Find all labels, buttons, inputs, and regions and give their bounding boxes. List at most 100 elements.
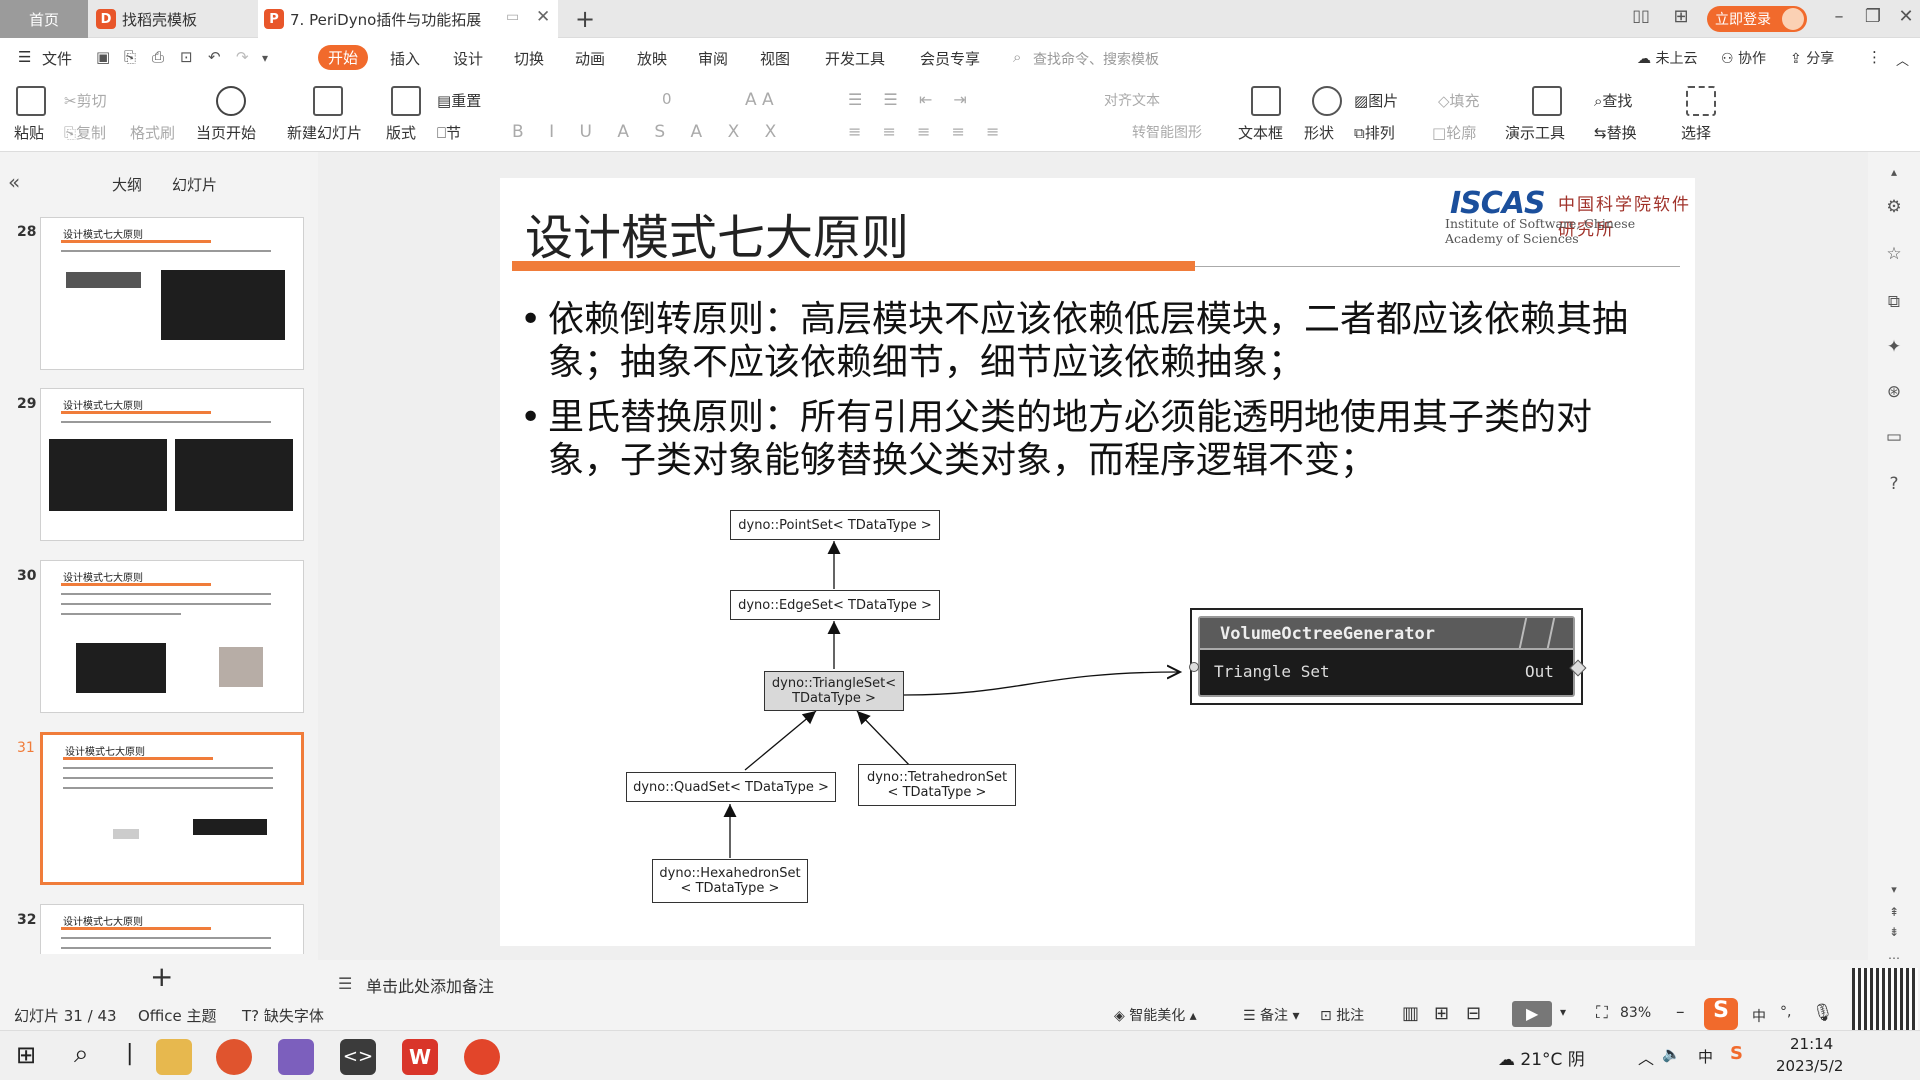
scroll-up-icon[interactable]: ▴ (1890, 165, 1898, 179)
node-volume-octree-generator[interactable]: VolumeOctreeGenerator Triangle Set Out (1189, 608, 1587, 705)
tab-document[interactable]: P 7. PeriDyno插件与功能拓展 ▭ ✕ (258, 0, 558, 38)
menu-file[interactable]: 文件 (42, 50, 73, 68)
prev-slide-icon[interactable]: ⇞ (1888, 905, 1900, 919)
transition-icon[interactable]: ⧉ (1887, 292, 1901, 312)
uml-edgeset[interactable]: dyno::EdgeSet< TDataType > (730, 590, 940, 620)
uml-quadset[interactable]: dyno::QuadSet< TDataType > (626, 772, 836, 802)
format-painter-button[interactable]: 格式刷 (130, 124, 176, 142)
tab-pin-icon[interactable]: ▭ (506, 9, 520, 25)
slide-thumbnail[interactable]: 设计模式七大原则 (40, 560, 304, 713)
fill-button[interactable]: ◇ 填充 (1438, 91, 1480, 111)
preview-icon[interactable]: ⊡ (180, 48, 193, 66)
recorder-icon[interactable] (464, 1039, 500, 1075)
search-icon[interactable]: ⌕ (74, 1039, 89, 1069)
copy-button[interactable]: ⎘ 复制 (64, 123, 107, 143)
cut-button[interactable]: ✂ 剪切 (64, 91, 107, 111)
window-layout-icon[interactable]: ▯▯ (1632, 6, 1650, 25)
reset-button[interactable]: ▤ 重置 (437, 91, 482, 111)
animation-icon[interactable]: ✦ (1886, 337, 1902, 357)
notes-toggle-button[interactable]: ☰ 备注 ▾ (1243, 1008, 1300, 1024)
outline-button[interactable]: □ 轮廓 (1432, 123, 1477, 143)
tab-templates[interactable]: D 找稻壳模板 (96, 0, 256, 38)
close-tab-icon[interactable]: ✕ (536, 7, 551, 27)
slide-thumbnail[interactable]: 设计模式七大原则 (40, 217, 304, 370)
node-toggle-icon[interactable] (1518, 618, 1556, 648)
slide-thumbnail-selected[interactable]: 设计模式七大原则 (40, 732, 304, 885)
textbox-button[interactable]: 文本框 (1238, 124, 1284, 142)
list-format-icons[interactable]: ☰ ☰ ⇤ ⇥ (848, 90, 975, 109)
hamburger-icon[interactable]: ☰ (18, 48, 32, 66)
tray-expand-icon[interactable]: ︿ (1638, 1049, 1655, 1068)
uml-pointset[interactable]: dyno::PointSet< TDataType > (730, 510, 940, 540)
restore-icon[interactable]: ❐ (1864, 6, 1882, 27)
redo-icon[interactable]: ↷ (236, 48, 249, 66)
collapse-panel-icon[interactable]: « (8, 170, 21, 194)
backup-icon[interactable]: ⊛ (1886, 382, 1902, 402)
play-from-current-button[interactable]: 当页开始 (196, 124, 257, 142)
zoom-level[interactable]: 83% (1620, 1005, 1652, 1021)
arrange-button[interactable]: ⧉ 排列 (1354, 123, 1395, 143)
comments-button[interactable]: ⊡ 批注 (1320, 1008, 1365, 1024)
smart-shape-button[interactable]: 转智能图形 (1132, 125, 1202, 141)
slide-thumbnail[interactable]: 设计模式七大原则 (40, 388, 304, 541)
slide[interactable]: 设计模式七大原则 ISCAS 中国科学院软件研究所 Institute of S… (500, 178, 1695, 946)
notes-placeholder[interactable]: 单击此处添加备注 (366, 977, 495, 996)
sorter-view-icon[interactable]: ⊞ (1434, 1003, 1450, 1024)
find-button[interactable]: ⌕ 查找 (1594, 91, 1633, 111)
properties-icon[interactable]: ⚙ (1886, 197, 1902, 217)
menu-view[interactable]: 视图 (760, 50, 791, 68)
punctuation-icon[interactable]: °, (1780, 1004, 1792, 1020)
menu-review[interactable]: 审阅 (698, 50, 729, 68)
align-text-button[interactable]: 对齐文本 (1104, 93, 1160, 109)
text-format-icons[interactable]: B I U A S A X X (512, 122, 787, 142)
fit-window-icon[interactable]: ⛶ (1596, 1003, 1608, 1023)
layout-icon[interactable] (391, 86, 421, 116)
library-icon[interactable]: ▭ (1885, 427, 1903, 447)
zoom-out-icon[interactable]: – (1676, 1002, 1685, 1022)
tray-ime-mode[interactable]: 中 (1698, 1048, 1714, 1066)
code-editor-icon[interactable]: <> (340, 1039, 376, 1075)
paste-button[interactable]: 粘贴 (14, 124, 45, 142)
section-button[interactable]: ⎕ 节 (437, 123, 462, 143)
new-slide-icon[interactable] (313, 86, 343, 116)
reading-view-icon[interactable]: ⊟ (1466, 1003, 1482, 1024)
slide-thumbnail[interactable]: 设计模式七大原则 (40, 904, 304, 954)
input-port-circle-icon[interactable] (1189, 662, 1199, 672)
align-icons[interactable]: ≡ ≡ ≡ ≡ ≡ (848, 122, 1008, 141)
select-icon[interactable] (1686, 86, 1716, 116)
uml-hexahedronset[interactable]: dyno::HexahedronSet < TDataType > (652, 859, 808, 903)
tray-sogou-icon[interactable]: S (1730, 1043, 1743, 1064)
visual-studio-icon[interactable] (278, 1039, 314, 1075)
shape-icon[interactable] (1312, 86, 1342, 116)
menu-design[interactable]: 设计 (453, 50, 484, 68)
replace-button[interactable]: ⇆ 替换 (1594, 123, 1637, 143)
uml-tetrahedronset[interactable]: dyno::TetrahedronSet < TDataType > (858, 764, 1016, 806)
share-button[interactable]: ⇪ 分享 (1790, 51, 1835, 67)
volume-icon[interactable]: 🔈 (1662, 1045, 1681, 1063)
scroll-down-icon[interactable]: ▾ (1891, 883, 1897, 896)
weather-widget[interactable]: ☁ 21°C 阴 (1498, 1050, 1585, 1070)
chevron-down-icon[interactable]: ▾ (262, 51, 269, 65)
uml-triangleset[interactable]: dyno::TriangleSet< TDataType > (764, 671, 904, 711)
next-slide-icon[interactable]: ⇟ (1888, 925, 1900, 939)
smart-beautify-button[interactable]: ◈ 智能美化 ▴ (1114, 1008, 1197, 1024)
command-search[interactable]: 查找命令、搜索模板 (1033, 52, 1159, 68)
presentation-tools-button[interactable]: 演示工具 (1505, 124, 1566, 142)
layout-button[interactable]: 版式 (386, 124, 417, 142)
presentation-tools-icon[interactable] (1532, 86, 1562, 116)
sogou-ime-icon[interactable]: S (1704, 998, 1738, 1030)
file-explorer-icon[interactable] (156, 1039, 192, 1075)
textbox-icon[interactable] (1251, 86, 1281, 116)
save-icon[interactable]: ▣ (96, 48, 111, 66)
task-view-icon[interactable]: | (126, 1041, 134, 1066)
play-icon[interactable] (216, 86, 246, 116)
close-window-icon[interactable]: ✕ (1898, 6, 1914, 27)
windows-start-icon[interactable]: ⊞ (16, 1041, 37, 1069)
slides-tab[interactable]: 幻灯片 (172, 176, 218, 194)
minimize-icon[interactable]: – (1834, 6, 1844, 27)
clock-time[interactable]: 21:14 (1790, 1035, 1834, 1053)
collapse-ribbon-icon[interactable]: ︿ (1896, 54, 1910, 69)
menu-transitions[interactable]: 切换 (514, 50, 545, 68)
cloud-status[interactable]: ☁ 未上云 (1637, 51, 1698, 67)
clock-date[interactable]: 2023/5/2 (1776, 1057, 1844, 1075)
